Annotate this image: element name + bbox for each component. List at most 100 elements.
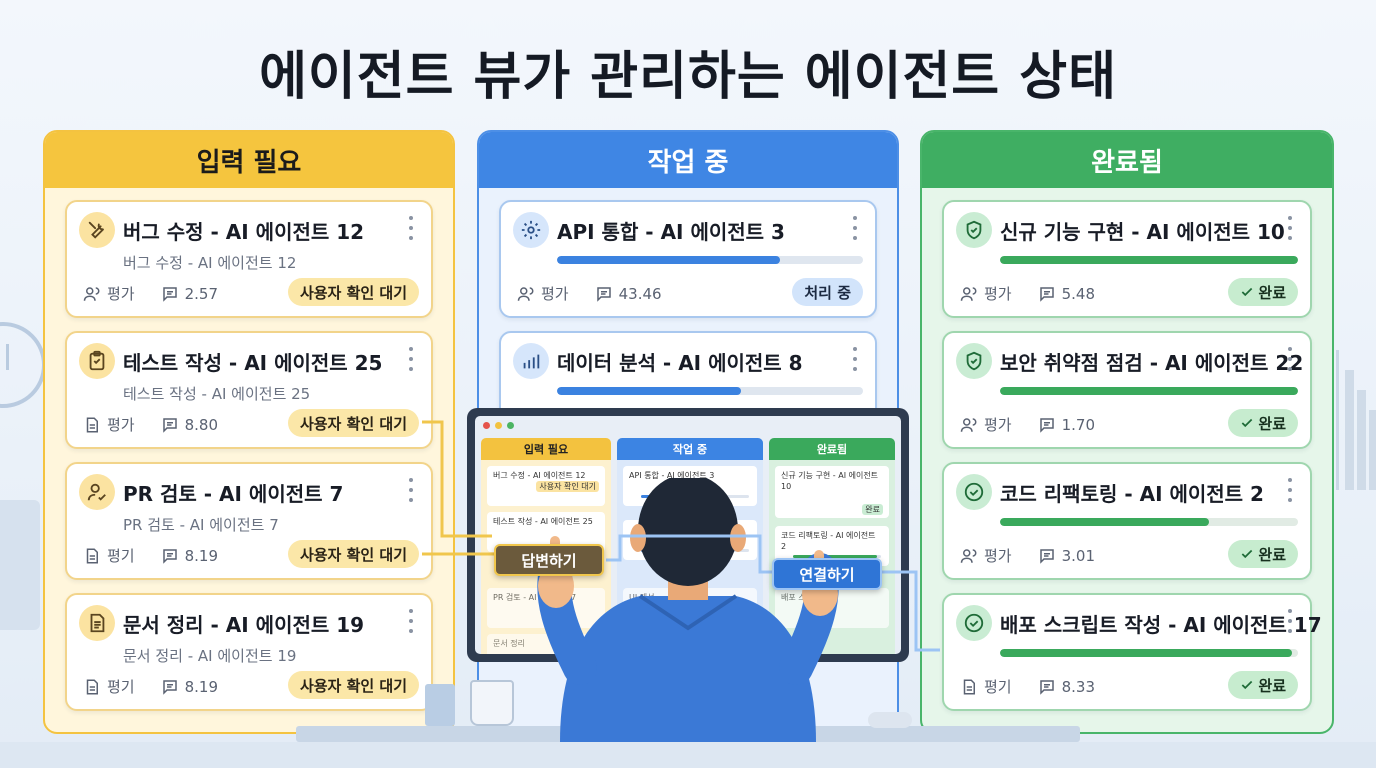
background-floor xyxy=(0,742,1376,768)
comment-icon xyxy=(162,679,177,695)
more-options-icon[interactable] xyxy=(1284,478,1296,502)
meta-value: 43.46 xyxy=(618,284,662,303)
status-badge: 완료 xyxy=(1228,409,1298,437)
status-badge: 사용자 확인 대기 xyxy=(287,671,419,699)
progress-fill xyxy=(1000,518,1209,526)
status-badge: 완료 xyxy=(1228,278,1298,306)
meta-value: 3.01 xyxy=(1061,546,1096,565)
card-meta: 평가 3.01 xyxy=(960,545,1095,566)
computer-mouse xyxy=(868,712,912,728)
more-options-icon[interactable] xyxy=(405,478,417,502)
card-title: 데이터 분석 - AI 에이전트 8 xyxy=(557,351,803,375)
users-icon xyxy=(960,548,977,563)
check-circle-icon xyxy=(956,212,992,248)
more-options-icon[interactable] xyxy=(1284,609,1296,633)
meta-value: 8.19 xyxy=(184,546,219,565)
user-check-icon xyxy=(79,474,115,510)
mini-column-header: 입력 필요 xyxy=(481,438,611,460)
card-meta: 평기 8.19 xyxy=(83,545,218,566)
person-illustration xyxy=(537,478,839,742)
mini-column-header: 완료됨 xyxy=(769,438,895,460)
more-options-icon[interactable] xyxy=(1284,347,1296,371)
shield-check-icon xyxy=(956,343,992,379)
more-options-icon[interactable] xyxy=(849,216,861,240)
more-options-icon[interactable] xyxy=(405,347,417,371)
comment-icon xyxy=(162,417,177,433)
comment-icon xyxy=(1039,679,1054,695)
meta-label: 평기 xyxy=(984,678,1012,696)
clipboard-check-icon xyxy=(79,343,115,379)
mini-card-badge: 사용자 확인 대기 xyxy=(536,481,599,492)
card-title: 테스트 작성 - AI 에이전트 25 xyxy=(123,351,383,375)
mini-card-title: 문서 정리 xyxy=(493,639,525,648)
badge-label: 완료 xyxy=(1258,545,1286,564)
column-completed: 완료됨 신규 기능 구현 - AI 에이전트 10 평가 5.48 완료 보안 … xyxy=(920,130,1334,734)
agent-card[interactable]: 버그 수정 - AI 에이전트 12 버그 수정 - AI 에이전트 12 평가… xyxy=(65,200,433,318)
meta-value: 8.80 xyxy=(184,415,219,434)
card-title: 신규 기능 구현 - AI 에이전트 10 xyxy=(1000,220,1285,244)
mini-card-title: API 통합 - AI 에이전트 3 xyxy=(629,471,715,480)
more-options-icon[interactable] xyxy=(1284,216,1296,240)
check-icon xyxy=(1242,549,1253,559)
meta-label: 평가 xyxy=(984,547,1012,565)
agent-card[interactable]: PR 검토 - AI 에이전트 7 PR 검토 - AI 에이전트 7 평기 8… xyxy=(65,462,433,580)
answer-button[interactable]: 답변하기 xyxy=(494,544,604,576)
users-icon xyxy=(960,286,977,301)
agent-card[interactable]: 보안 취약점 점검 - AI 에이전트 22 평가 1.70 완료 xyxy=(942,331,1312,449)
column-input-needed: 입력 필요 버그 수정 - AI 에이전트 12 버그 수정 - AI 에이전트… xyxy=(43,130,455,734)
progress-fill xyxy=(1000,256,1298,264)
agent-card[interactable]: 문서 정리 - AI 에이전트 19 문서 정리 - AI 에이전트 19 평기… xyxy=(65,593,433,711)
gear-icon xyxy=(513,212,549,248)
comment-icon xyxy=(596,286,611,302)
status-badge: 처리 중 xyxy=(792,278,863,306)
connect-button[interactable]: 연결하기 xyxy=(772,558,882,590)
document-icon xyxy=(79,605,115,641)
check-icon xyxy=(1242,287,1253,297)
mini-card-title: 코드 리팩토링 - AI 에이전트 2 xyxy=(781,531,876,551)
card-meta: 평가 43.46 xyxy=(517,283,662,304)
meta-value: 8.19 xyxy=(184,677,219,696)
column-header-in-progress: 작업 중 xyxy=(479,132,897,188)
agent-card[interactable]: 신규 기능 구현 - AI 에이전트 10 평가 5.48 완료 xyxy=(942,200,1312,318)
mini-card-title: 테스트 작성 - AI 에이전트 25 xyxy=(493,517,593,526)
meta-label: 평가 xyxy=(984,416,1012,434)
card-title: API 통합 - AI 에이전트 3 xyxy=(557,220,785,244)
progress-fill xyxy=(557,387,741,395)
card-subtitle: 문서 정리 - AI 에이전트 19 xyxy=(123,647,297,665)
document-icon xyxy=(963,679,975,694)
more-options-icon[interactable] xyxy=(405,216,417,240)
column-header-input-needed: 입력 필요 xyxy=(45,132,453,188)
meta-value: 8.33 xyxy=(1061,677,1096,696)
progress-bar xyxy=(1000,518,1298,526)
meta-label: 평가 xyxy=(541,285,569,303)
more-options-icon[interactable] xyxy=(849,347,861,371)
users-icon xyxy=(517,286,534,301)
background-bookshelf xyxy=(1336,350,1376,490)
progress-bar xyxy=(557,387,863,395)
meta-label: 평가 xyxy=(107,416,135,434)
more-options-icon[interactable] xyxy=(405,609,417,633)
mini-card-title: 신규 기능 구현 - AI 에이전트 10 xyxy=(781,471,879,491)
agent-card[interactable]: 배포 스크립트 작성 - AI 에이전트 17 평기 8.33 완료 xyxy=(942,593,1322,711)
users-icon xyxy=(960,417,977,432)
agent-card[interactable]: API 통합 - AI 에이전트 3 평가 43.46 처리 중 xyxy=(499,200,877,318)
card-title: 버그 수정 - AI 에이전트 12 xyxy=(123,220,365,244)
card-subtitle: 버그 수정 - AI 에이전트 12 xyxy=(123,254,297,272)
window-controls xyxy=(483,422,514,429)
card-title: PR 검토 - AI 에이전트 7 xyxy=(123,482,344,506)
mini-card-title: PR 검토 - AI 에이전트 7 xyxy=(493,593,577,602)
progress-fill xyxy=(557,256,781,264)
agent-card[interactable]: 코드 리팩토링 - AI 에이전트 2 평가 3.01 완료 xyxy=(942,462,1312,580)
background-clock xyxy=(0,322,46,408)
card-meta: 평기 8.19 xyxy=(83,676,218,697)
progress-fill xyxy=(1000,387,1298,395)
status-badge: 완료 xyxy=(1228,671,1298,699)
card-meta: 평가 1.70 xyxy=(960,414,1095,435)
card-subtitle: 테스트 작성 - AI 에이전트 25 xyxy=(123,385,311,403)
agent-card[interactable]: 테스트 작성 - AI 에이전트 25 테스트 작성 - AI 에이전트 25 … xyxy=(65,331,433,449)
meta-label: 평기 xyxy=(107,547,135,565)
bar-chart-icon xyxy=(513,343,549,379)
comment-icon xyxy=(1039,286,1054,302)
